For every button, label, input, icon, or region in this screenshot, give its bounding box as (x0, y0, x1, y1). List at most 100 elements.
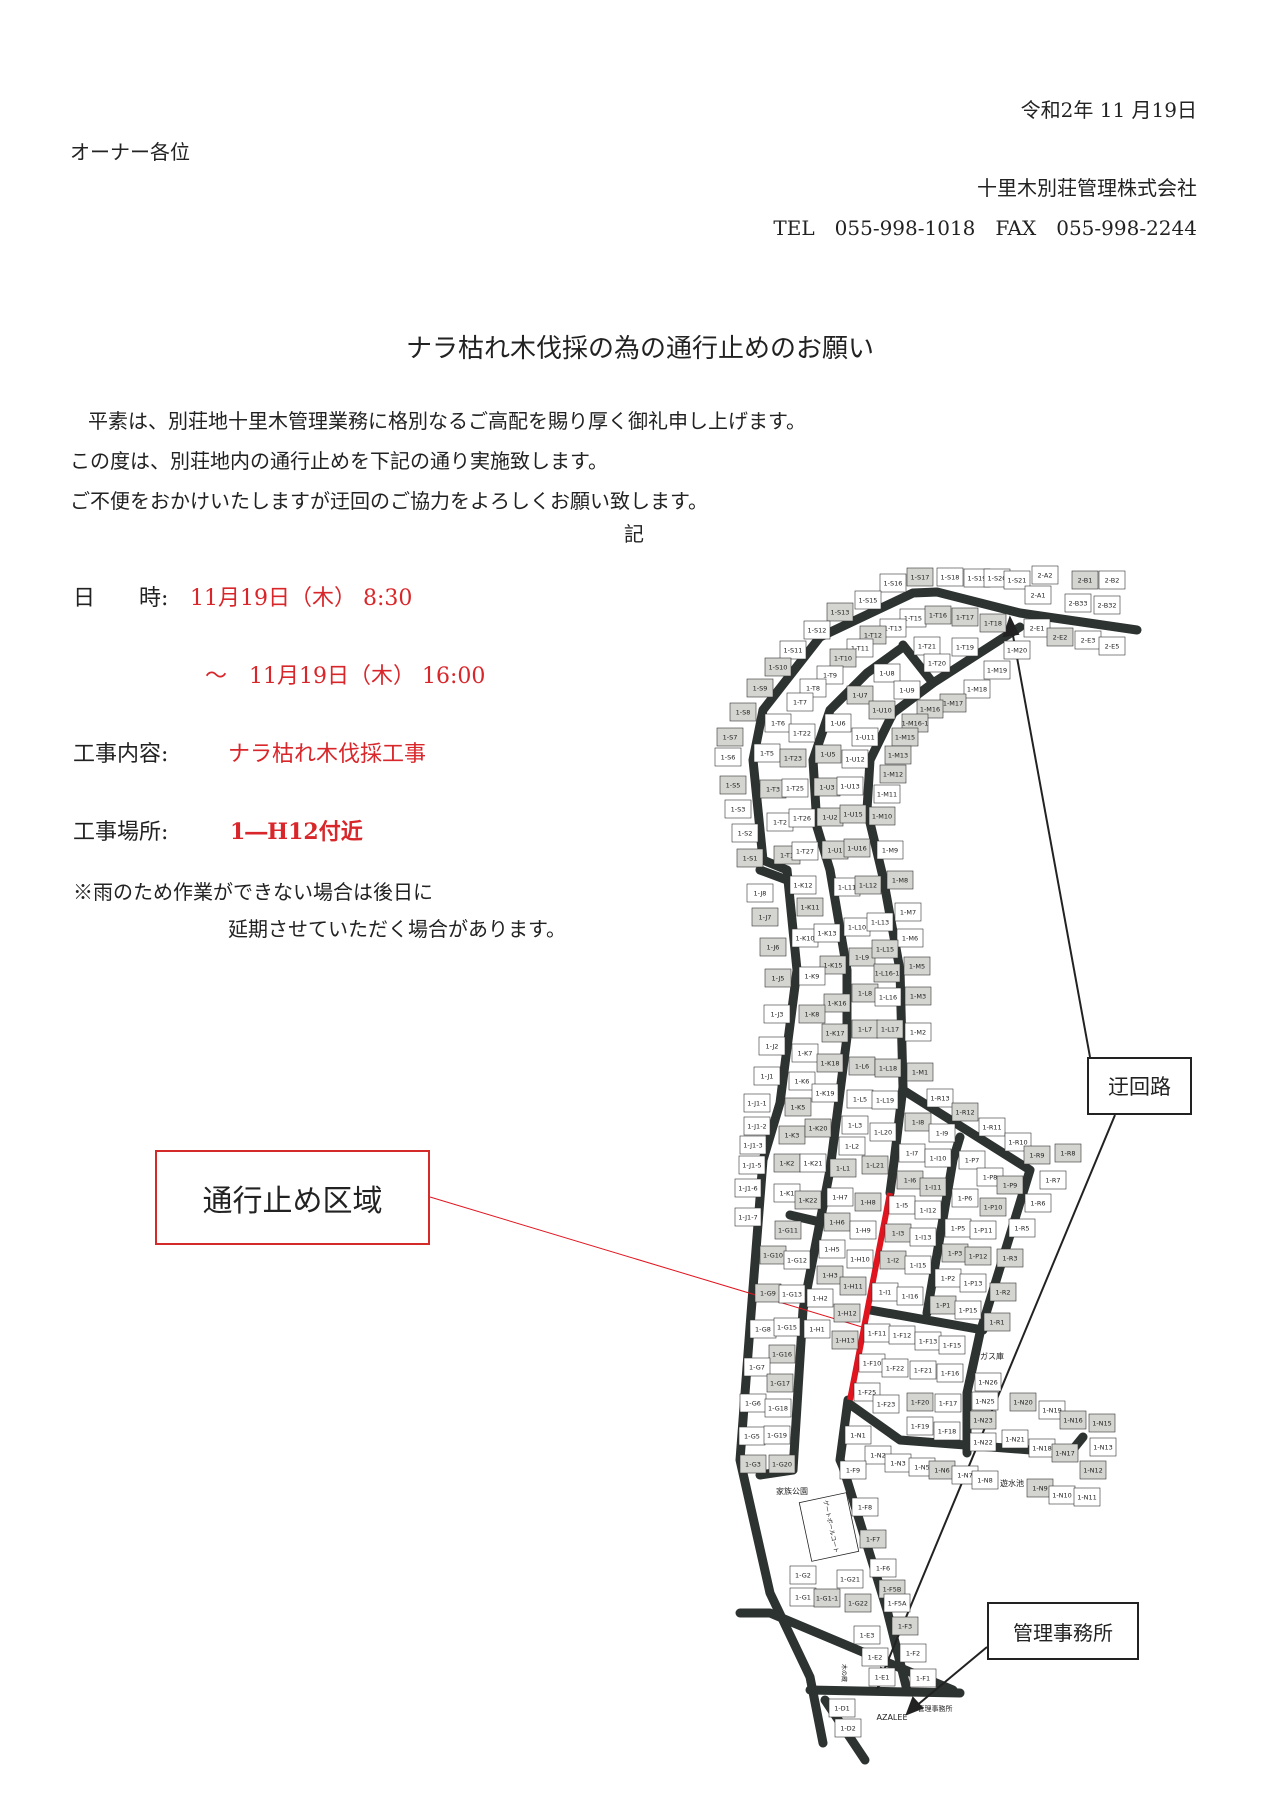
parcel: 1-F22 (881, 1358, 909, 1378)
parcel-label: 1-F17 (939, 1400, 958, 1408)
parcel: 1-N20 (1009, 1392, 1037, 1412)
parcel-label: 1-F11 (868, 1330, 887, 1338)
parcel-label: 1-M12 (883, 771, 903, 779)
parcel-label: 1-K5 (791, 1104, 806, 1112)
parcel-label: 1-S2 (738, 830, 753, 838)
parcel-label: 1-N3 (890, 1460, 905, 1468)
parcel-label: 1-K3 (785, 1132, 800, 1140)
parcel-shape (739, 1135, 767, 1155)
parcel: 1-U10 (868, 700, 896, 720)
parcel: 2-B33 (1064, 593, 1092, 613)
parcel-shape (773, 1317, 801, 1337)
parcel: 1-G5 (738, 1426, 766, 1446)
parcel: 1-H9 (849, 1220, 877, 1240)
parcel: 1-M3 (904, 986, 932, 1006)
parcel: 2-E5 (1098, 636, 1126, 656)
parcel: 2-A2 (1031, 565, 1059, 585)
parcel: 1-L20 (869, 1122, 897, 1142)
parcel-shape (868, 806, 896, 826)
parcel-label: 1-U6 (830, 720, 845, 728)
parcel: 1-M19 (983, 660, 1011, 680)
parcel: 1-E1 (868, 1667, 896, 1687)
parcel-label: 1-P15 (959, 1307, 978, 1315)
parcel-label: 2-B33 (1069, 600, 1088, 608)
parcel-label: 1-S8 (736, 709, 751, 717)
parcel-label: 1-J2 (766, 1043, 779, 1051)
road-connector (898, 640, 938, 688)
parcel: 1-E2 (861, 1647, 889, 1667)
parcel: 1-U13 (836, 776, 864, 796)
parcel-label: 1-P2 (941, 1275, 956, 1283)
parcel: 1-K5 (784, 1097, 812, 1117)
parcel-label: 1-F9 (846, 1467, 860, 1475)
parcel-label: 1-K20 (808, 1125, 827, 1133)
parcel: 1-S11 (779, 640, 807, 660)
parcel: 1-U15 (839, 804, 867, 824)
parcel-shape (799, 1153, 827, 1173)
parcel: 1-F17 (934, 1393, 962, 1413)
parcel-shape (876, 840, 904, 860)
parcel-shape (936, 1363, 964, 1383)
parcel: 1-M13 (884, 745, 912, 765)
parcel: 1-M18 (963, 679, 991, 699)
parcel-shape (938, 1335, 966, 1355)
parcel-shape (906, 567, 934, 587)
parcel: 1-T5 (753, 743, 781, 763)
parcel-shape (979, 613, 1007, 633)
parcel: 1-N10 (1048, 1485, 1076, 1505)
parcel: 1-K13 (813, 923, 841, 943)
road-k-stub (755, 865, 792, 885)
parcel-label: 1-U1 (827, 847, 842, 855)
parcel: 1-P12 (964, 1246, 992, 1266)
parcel: 1-S7 (716, 727, 744, 747)
road-azalee (805, 1685, 965, 1698)
parcel-label: 1-S10 (769, 664, 788, 672)
parcel-shape (1024, 1193, 1052, 1213)
parcel-label: 1-N18 (1032, 1445, 1052, 1453)
parcel-shape (763, 1004, 791, 1024)
gas-store-label: ガス庫 (980, 1351, 1004, 1361)
parcel-shape (736, 848, 764, 868)
parcel-label: 1-H10 (850, 1256, 870, 1264)
parcel-shape (919, 1177, 947, 1197)
parcel: 1-R8 (1054, 1143, 1082, 1163)
parcel: 1-T3 (759, 779, 787, 799)
parcel-label: 1-N11 (1077, 1494, 1097, 1502)
parcel-shape (826, 1187, 854, 1207)
parcel: 1-M2 (904, 1022, 932, 1042)
parcel-shape (884, 745, 912, 765)
parcel-shape (969, 1410, 997, 1430)
parcel-label: 2-B2 (1105, 577, 1120, 585)
parcel: 1-M8 (886, 870, 914, 890)
parcel-label: 1-M17 (943, 700, 963, 708)
parcel: 1-S6 (714, 747, 742, 767)
parcel: 1-L3 (841, 1115, 869, 1135)
parcel: 1-J1-5 (738, 1155, 766, 1175)
parcel: 1-J1-2 (743, 1116, 771, 1136)
parcel-label: 1-G21 (840, 1576, 860, 1584)
parcel-shape (738, 1155, 766, 1175)
parcel-label: 1-S18 (941, 574, 960, 582)
parcel-shape (746, 883, 774, 903)
note-line-1: ※雨のため作業ができない場合は後日に (73, 880, 433, 904)
parcel-shape (963, 679, 991, 699)
parcel-shape (724, 799, 752, 819)
parcel-shape (839, 804, 867, 824)
parcel: 1-G6 (739, 1393, 767, 1413)
parcel: 1-K12 (789, 875, 817, 895)
closed-area-leader-line (429, 1196, 863, 1328)
parcel: 1-M15 (891, 727, 919, 747)
parcel-label: 1-I5 (896, 1202, 909, 1210)
parcel: 1-G20 (768, 1454, 796, 1474)
body-line-1: 平素は、別荘地十里木管理業務に格別なるご高配を賜り厚く御礼申し上げます。 (88, 409, 806, 433)
parcel-shape (879, 573, 907, 593)
parcel-label: 1-P12 (969, 1253, 988, 1261)
parcel-label: 1-R11 (982, 1124, 1001, 1132)
parcel-label: 1-H5 (824, 1246, 840, 1254)
parcel: 1-J1-1 (743, 1093, 771, 1113)
parcel-shape (871, 939, 899, 959)
parcel-label: 1-P6 (958, 1195, 973, 1203)
parcel-label: 1-J1-6 (738, 1185, 757, 1193)
parcel-shape (909, 1227, 937, 1247)
body-line-2: この度は、別荘地内の通行止めを下記の通り実施致します。 (70, 449, 608, 473)
